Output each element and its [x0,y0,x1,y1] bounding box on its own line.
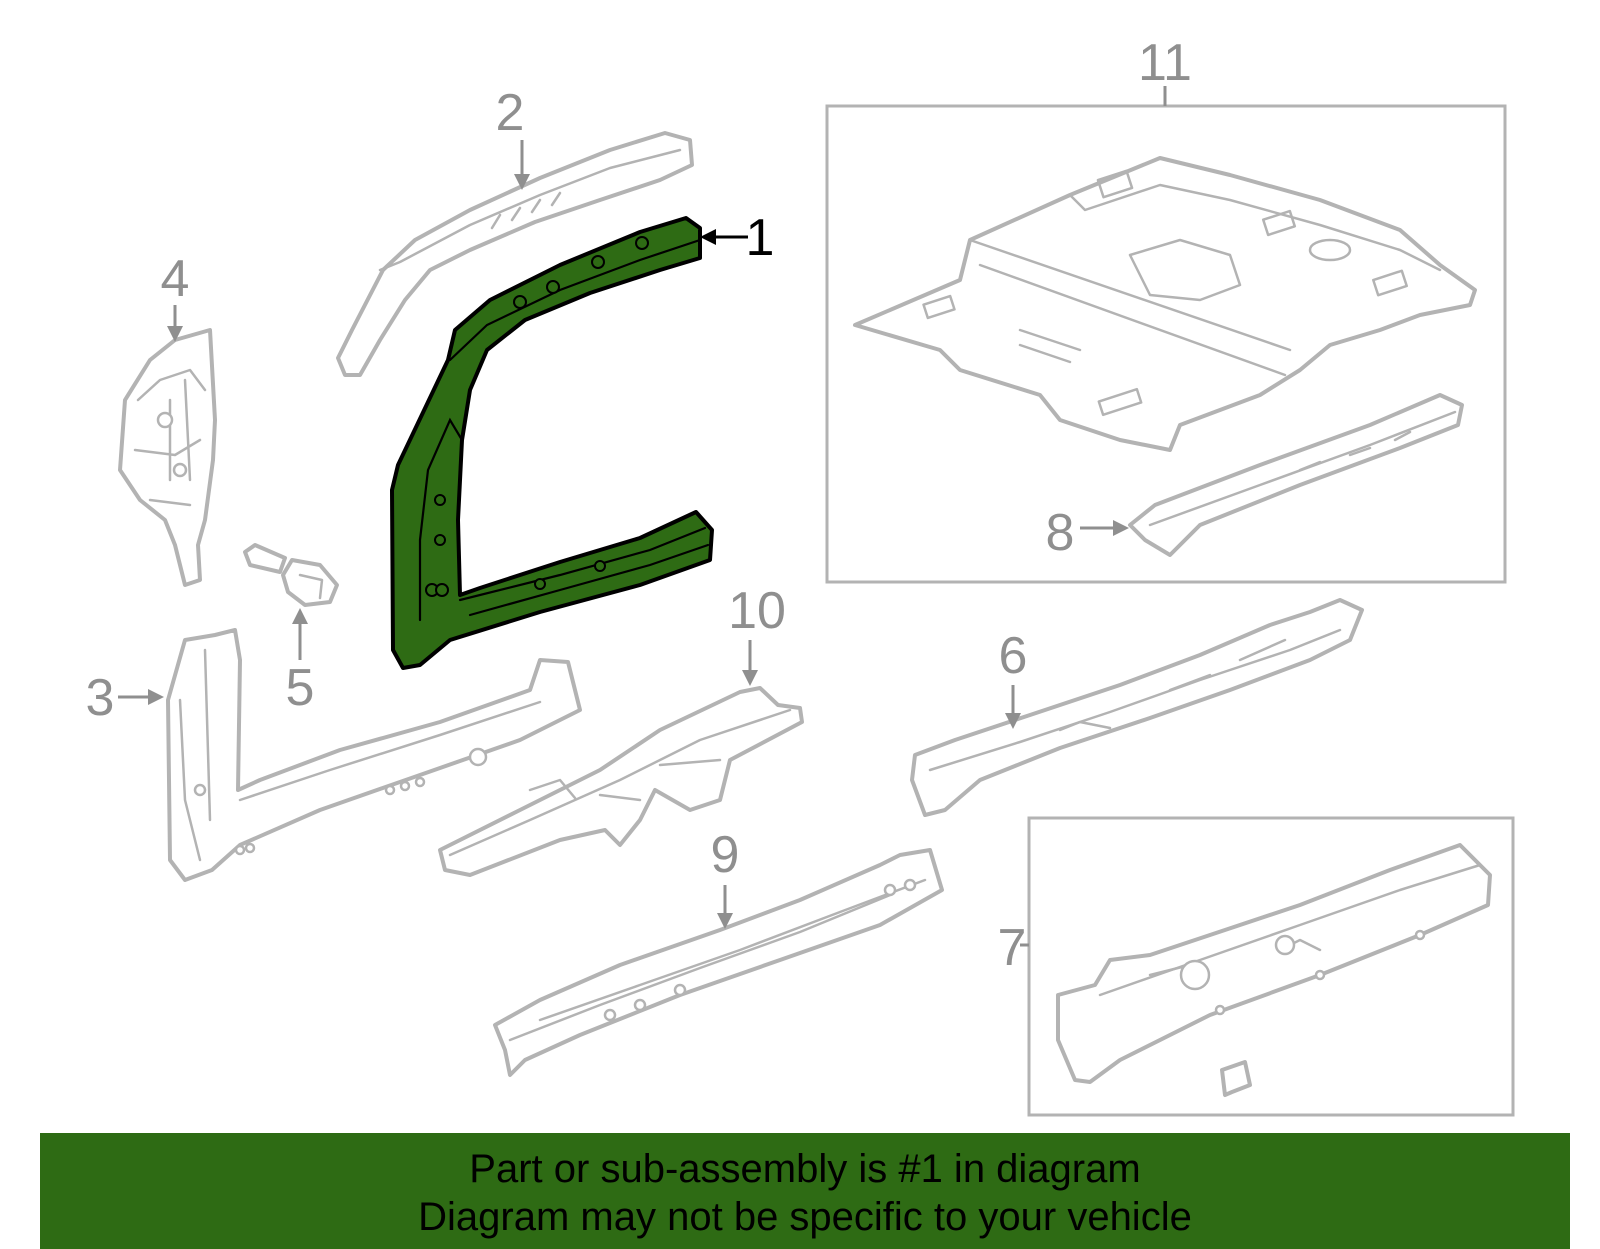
leader-3-arrowhead [148,689,164,705]
callout-7: 7 [998,919,1027,977]
box-part-7 [1027,816,1515,1117]
leader-5-arrowhead [292,608,308,624]
callout-6: 6 [999,627,1028,685]
box-part-11 [825,104,1507,584]
callout-3: 3 [86,669,115,727]
part-9-sill[interactable] [493,848,944,1077]
leader-4-arrowhead [167,326,183,342]
part-10-crossmember[interactable] [438,686,804,877]
leader-9-arrowhead [717,913,733,929]
part-1-pillar[interactable] [390,216,714,670]
leader-8-arrowhead [1113,520,1129,536]
callout-8: 8 [1046,504,1075,562]
leader-2-arrowhead [514,174,530,190]
banner-line-1: Part or sub-assembly is #1 in diagram [469,1147,1141,1191]
callout-2: 2 [496,84,525,142]
part-7-rocker-inner[interactable] [1056,843,1492,1097]
part-6-rocker[interactable] [910,598,1364,817]
callout-9: 9 [711,826,740,884]
callout-4: 4 [161,250,190,308]
part-4-bracket[interactable] [118,328,217,587]
leader-6-arrowhead [1005,713,1021,729]
disclaimer-banner: Part or sub-assembly is #1 in diagram Di… [40,1133,1570,1249]
banner-line-2: Diagram may not be specific to your vehi… [418,1195,1192,1239]
part-11-floor-pan[interactable] [853,156,1477,452]
callout-1: 1 [746,209,775,267]
part-3-lower-panel[interactable] [166,628,582,882]
callout-5: 5 [286,659,315,717]
part-5-bolt[interactable] [243,543,339,607]
callout-10: 10 [728,582,786,640]
part-8-crossmember[interactable] [1128,393,1464,557]
callout-11: 11 [1138,34,1192,92]
leader-1-arrowhead [700,229,716,245]
leader-10-arrowhead [742,670,758,686]
part-2-roof-rail[interactable] [336,131,694,377]
